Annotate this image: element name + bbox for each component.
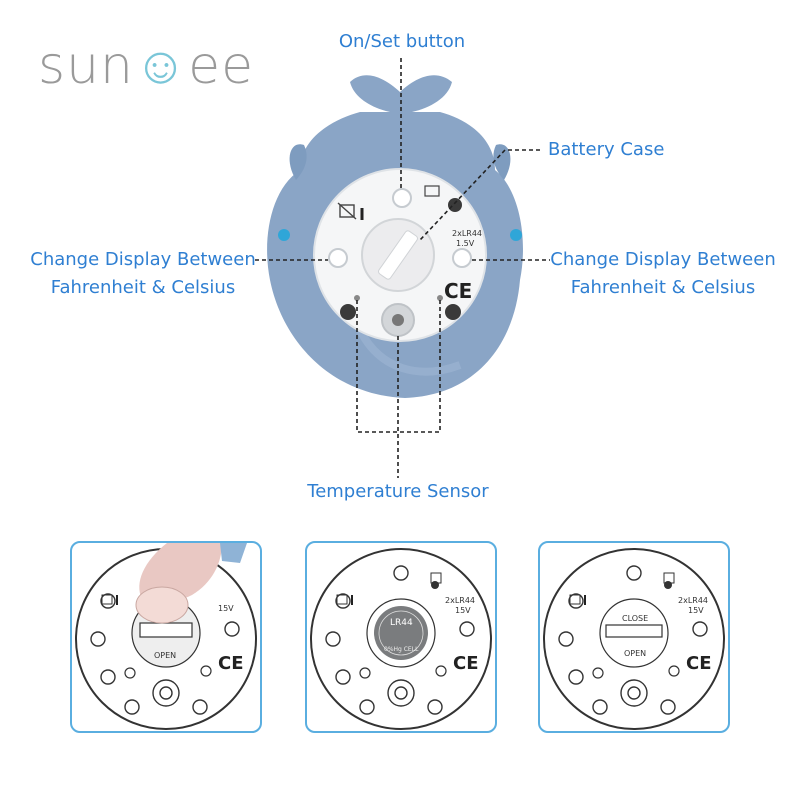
label-on-set-button: On/Set button (338, 31, 466, 52)
battery-label: LR44 (390, 618, 413, 628)
battery-sub-label: 0%Hg CELL (384, 646, 419, 653)
label-display-left: Change Display Between Fahrenheit & Cels… (30, 246, 256, 302)
ce-mark: CE (686, 653, 712, 674)
label-display-right: Change Display Between Fahrenheit & Cels… (550, 246, 776, 302)
battery-spec-line2: 1.5V (456, 239, 475, 248)
lr44-battery-icon (374, 606, 428, 660)
battery-type-label: 2xLR44 (678, 596, 708, 605)
ce-mark: CE (218, 653, 244, 674)
device-back-illustration: 2xLR44 1.5V CE (255, 58, 550, 478)
lid-open-label: OPEN (624, 649, 646, 658)
right-fin (493, 144, 511, 180)
battery-voltage-label: 15V (688, 606, 704, 615)
label-temperature-sensor: Temperature Sensor (307, 481, 489, 502)
logo-smile-icon: ☺ (134, 36, 189, 96)
left-fin (289, 144, 307, 180)
left-eye-icon (278, 229, 290, 241)
callout-lines (255, 58, 550, 478)
ce-mark: CE (453, 653, 479, 674)
brand-logo: sun☺ee (38, 36, 254, 96)
lid-close-label: CLOSE (622, 614, 648, 623)
label-battery-case: Battery Case (548, 139, 665, 160)
label-display-right-line1: Change Display Between (550, 249, 776, 270)
logo-text-start: sun (38, 36, 135, 96)
ce-mark: CE (444, 279, 472, 303)
step-panel-insert-battery: LR44 0%Hg CELL 2xLR44 15V CE (305, 541, 497, 733)
unit-button-right (452, 248, 472, 268)
label-display-right-line2: Fahrenheit & Celsius (570, 277, 756, 298)
lid-open-label: OPEN (154, 651, 176, 660)
battery-voltage-label: 15V (218, 604, 234, 613)
recycle-bin-icon (339, 204, 355, 218)
on-set-button (392, 188, 412, 208)
logo-text-end: ee (188, 36, 255, 96)
right-eye-icon (510, 229, 522, 241)
step-panel-open-lid: OPEN 15V CE (70, 541, 262, 733)
battery-voltage-label: 15V (455, 606, 471, 615)
label-display-left-line1: Change Display Between (30, 249, 256, 270)
step-panel-close-lid: CLOSE OPEN 2xLR44 15V CE (538, 541, 730, 733)
label-display-left-line2: Fahrenheit & Celsius (50, 277, 236, 298)
battery-spec-line1: 2xLR44 (452, 229, 482, 238)
unit-button-left (328, 248, 348, 268)
battery-orientation-icon (424, 185, 440, 197)
battery-type-label: 2xLR44 (445, 596, 475, 605)
